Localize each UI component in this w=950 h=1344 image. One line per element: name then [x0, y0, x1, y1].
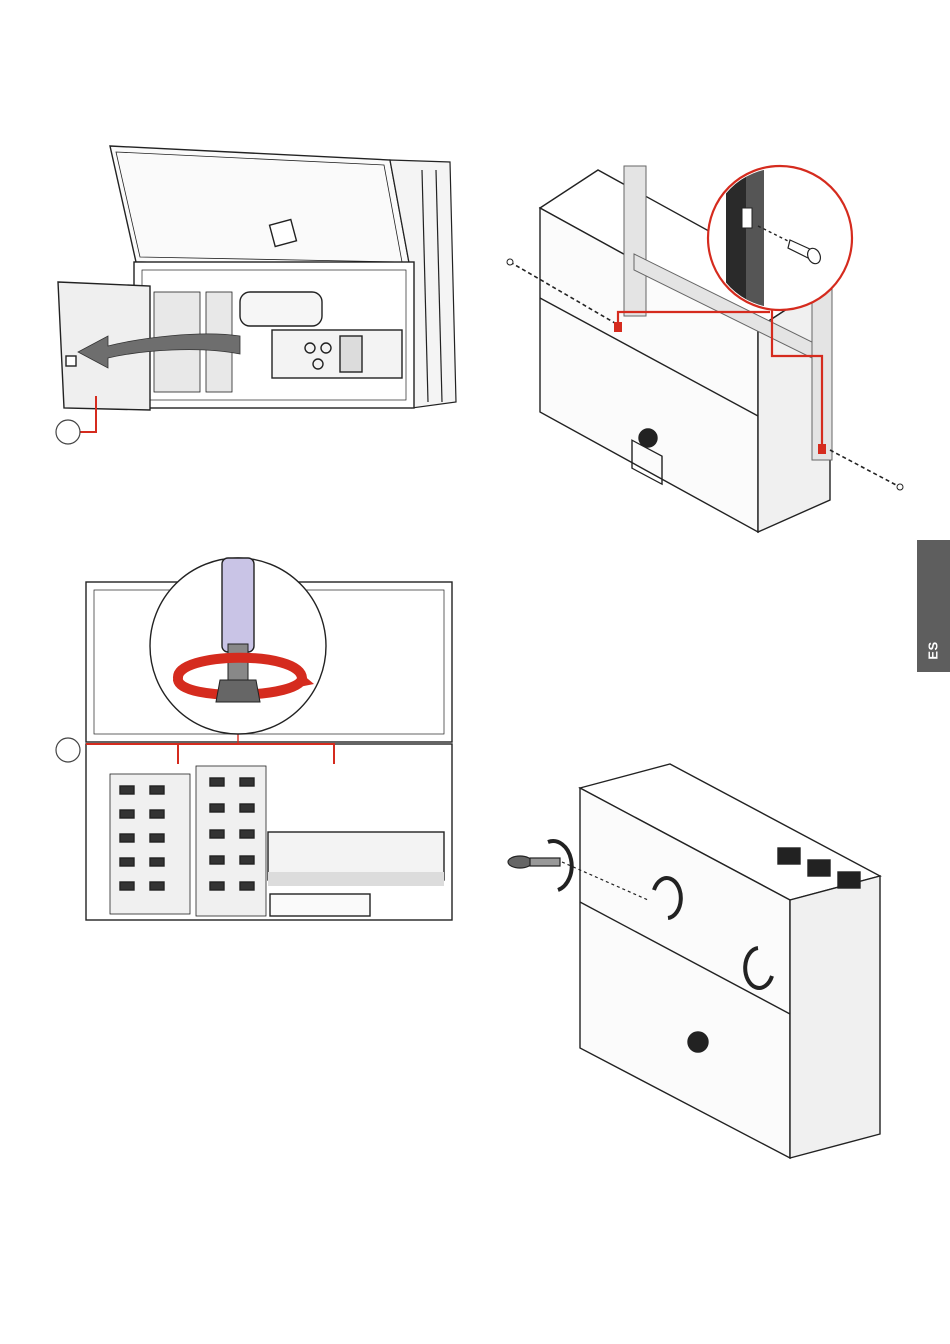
figure-front-cover-lock	[500, 762, 910, 1162]
figure-open-cover	[50, 140, 470, 450]
inverter-chassis-topview	[86, 744, 452, 920]
screwdriver	[222, 558, 254, 652]
language-tab-label: ES	[926, 641, 941, 659]
screw-icon	[897, 484, 903, 490]
inverter-box-front	[580, 764, 880, 1158]
inverter-lid	[110, 146, 410, 268]
callout-circle	[56, 738, 80, 762]
figure-wall-bracket	[500, 160, 920, 540]
screw-icon	[507, 259, 513, 265]
screwdriver-detail	[150, 558, 326, 734]
language-tab: ES	[917, 540, 950, 672]
figure-tighten-screws	[50, 552, 460, 927]
callout-circle	[56, 420, 80, 444]
key	[508, 856, 560, 868]
